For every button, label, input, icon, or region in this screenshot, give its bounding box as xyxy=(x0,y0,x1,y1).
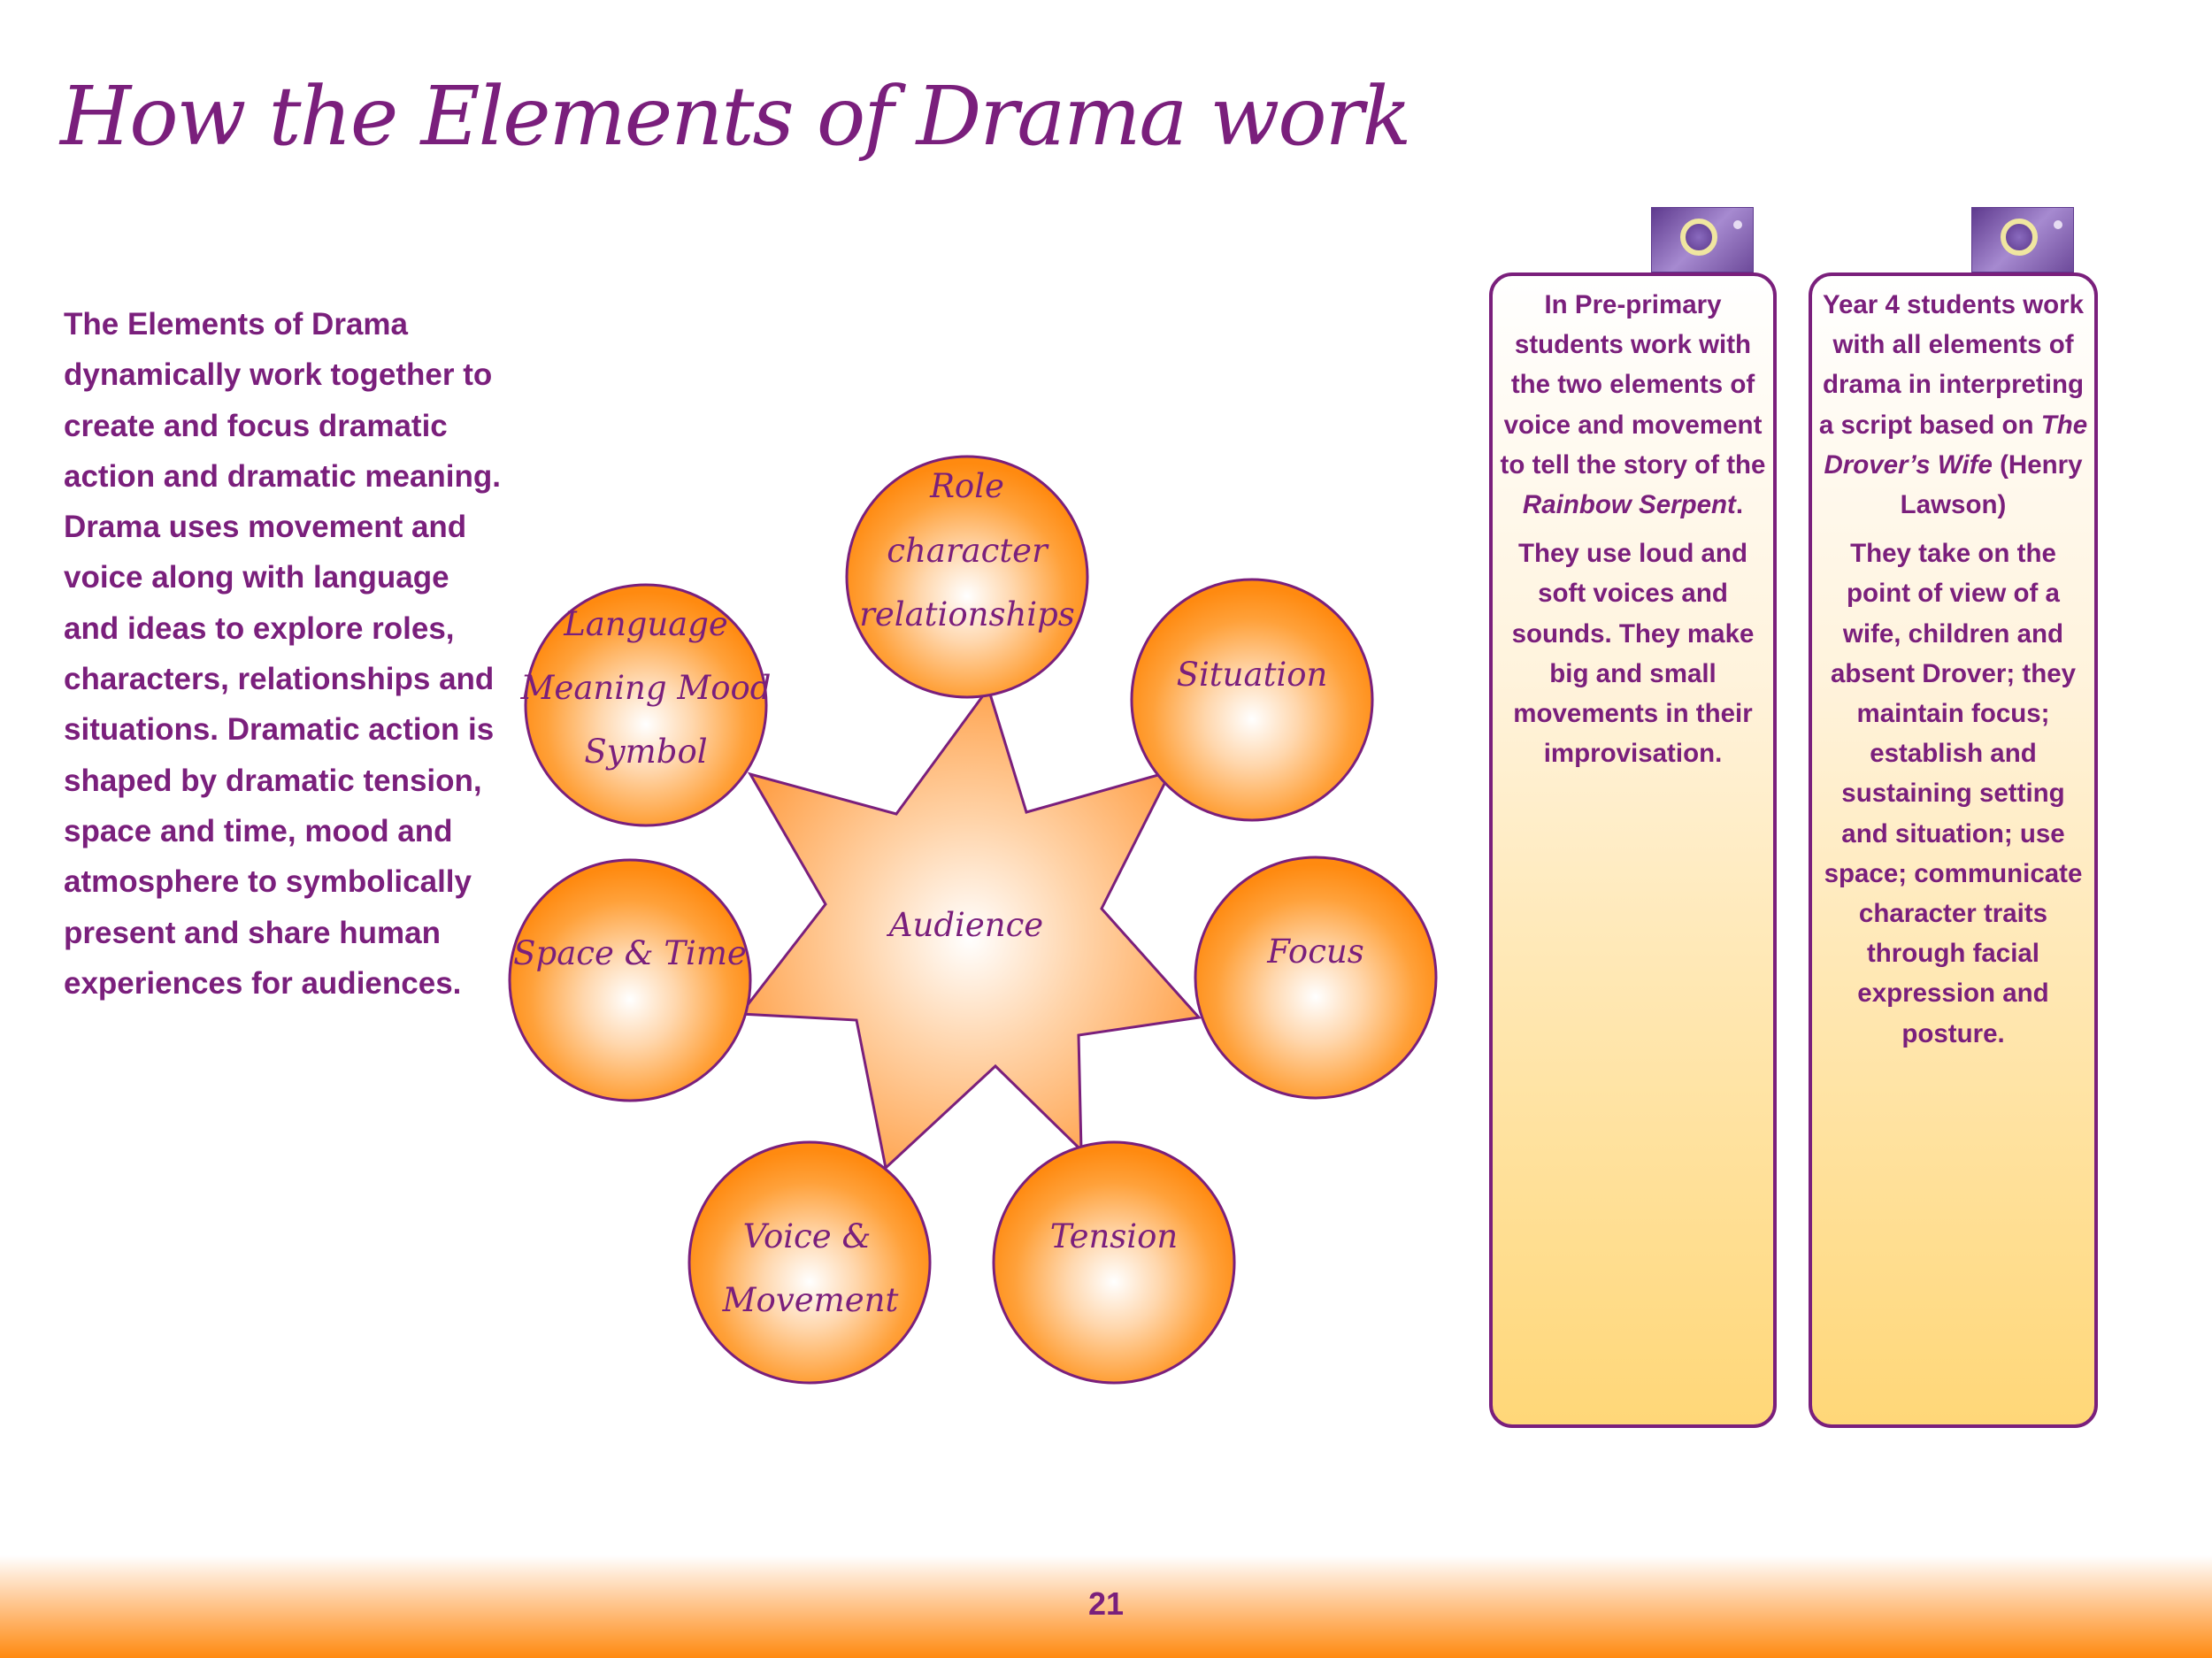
audience-label: Audience xyxy=(887,906,1043,944)
node-space-time: Space & Time xyxy=(508,858,752,1102)
preprimary-text-end: . xyxy=(1735,490,1744,520)
preprimary-panel: In Pre-primary students work with the tw… xyxy=(1489,272,1777,1428)
node-language: Language Meaning Mood Symbol xyxy=(520,583,772,827)
voice-circle xyxy=(687,1140,932,1385)
intro-paragraph: The Elements of Drama dynamically work t… xyxy=(64,307,501,1001)
situation-circle xyxy=(1130,578,1374,822)
tension-circle xyxy=(992,1140,1236,1385)
role-circle xyxy=(845,455,1089,699)
role-label-line-1: Role xyxy=(929,467,1004,505)
camera-icon xyxy=(1651,207,1754,272)
role-label-line-2: character xyxy=(887,532,1049,570)
page-number: 21 xyxy=(1087,1585,1125,1622)
camera-flash-icon xyxy=(1733,220,1742,229)
audience-star xyxy=(738,685,1202,1171)
camera-lens-icon xyxy=(1680,219,1717,256)
voice-label-line-2: Movement xyxy=(722,1281,899,1319)
node-focus: Focus xyxy=(1194,856,1438,1100)
space-circle xyxy=(508,858,752,1102)
situation-label: Situation xyxy=(1177,656,1328,694)
language-circle xyxy=(524,583,768,827)
node-tension: Tension xyxy=(992,1140,1236,1385)
preprimary-text: In Pre-primary students work with the tw… xyxy=(1500,290,1766,480)
footer-band xyxy=(0,1555,2212,1658)
tension-label: Tension xyxy=(1050,1217,1178,1255)
space-label: Space & Time xyxy=(513,934,747,972)
drovers-wife-title: The Drover’s Wife xyxy=(1824,410,2088,480)
year4-text-end: (Henry Lawson) xyxy=(1900,449,2083,520)
rainbow-serpent-title: Rainbow Serpent xyxy=(1522,490,1736,520)
camera-flash-icon xyxy=(2054,220,2062,229)
preprimary-paragraph-1: In Pre-primary students work with the tw… xyxy=(1498,285,1768,525)
language-label-line-3: Symbol xyxy=(584,733,707,771)
focus-label: Focus xyxy=(1266,933,1363,971)
node-role: Role character relationships xyxy=(845,455,1089,699)
camera-lens-icon xyxy=(2001,219,2038,256)
node-situation: Situation xyxy=(1130,578,1374,822)
year4-paragraph-1: Year 4 students work with all elements o… xyxy=(1817,285,2089,525)
node-voice-movement: Voice & Movement xyxy=(687,1140,932,1385)
preprimary-paragraph-2: They use loud and soft voices and sounds… xyxy=(1511,539,1755,769)
focus-circle xyxy=(1194,856,1438,1100)
role-label-line-3: relationships xyxy=(859,595,1075,633)
voice-label-line-1: Voice & xyxy=(743,1217,872,1255)
language-label-line-1: Language xyxy=(563,605,728,643)
year4-paragraph-2: They take on the point of view of a wife… xyxy=(1824,539,2083,1048)
year4-text: Year 4 students work with all elements o… xyxy=(1818,290,2085,440)
camera-icon xyxy=(1971,207,2074,272)
page-title: How the Elements of Drama work xyxy=(60,69,1411,164)
year4-panel: Year 4 students work with all elements o… xyxy=(1809,272,2098,1428)
language-label-line-2: Meaning Mood xyxy=(520,669,772,707)
